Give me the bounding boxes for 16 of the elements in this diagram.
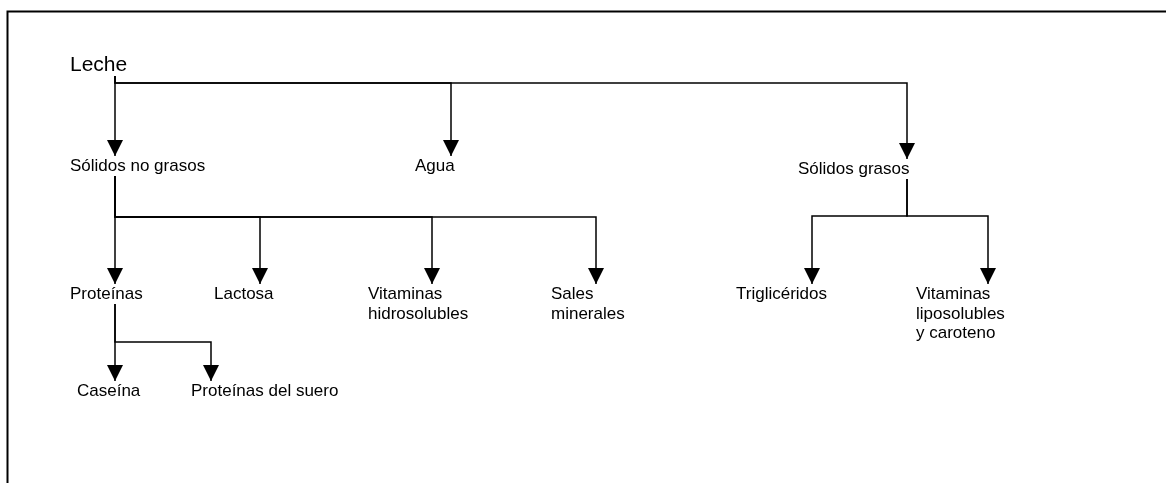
node-label: Lactosa (214, 284, 274, 304)
node-label: Sólidos no grasos (70, 156, 206, 176)
arrow (114, 75, 915, 160)
arrow (114, 303, 219, 382)
node-label: Proteínas (70, 284, 143, 304)
node-label: Caseína (77, 381, 141, 401)
node-label: Proteínas del suero (191, 381, 339, 401)
arrow (114, 175, 604, 285)
arrow (906, 178, 996, 285)
node-label: Vitaminas hidrosolubles (368, 284, 473, 324)
node-label: Sólidos grasos (798, 159, 910, 179)
node-label: Triglicéridos (736, 284, 827, 304)
node-label: Vitaminas liposolubles y caroteno (916, 284, 1012, 343)
node-label: Agua (415, 156, 455, 176)
node-label: Sales minerales (551, 284, 631, 324)
node-label: Leche (70, 52, 128, 77)
